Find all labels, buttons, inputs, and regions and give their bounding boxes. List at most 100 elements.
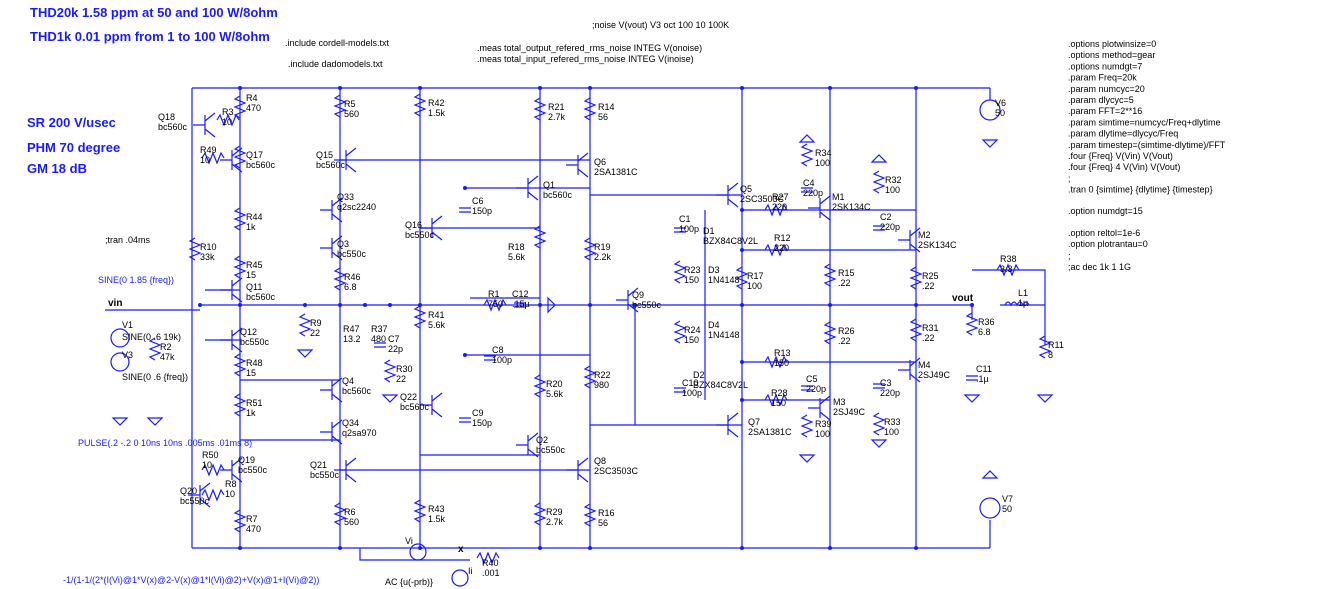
component-designator: R26 xyxy=(838,326,855,336)
thd1k-text: THD1k 0.01 ppm from 1 to 100 W/8ohm xyxy=(30,29,270,44)
component-designator: Q2 xyxy=(536,435,548,445)
component-value: 5.6k xyxy=(546,389,564,399)
component-designator: Q11 xyxy=(246,282,262,292)
component-value: 1k xyxy=(246,222,256,232)
v1-name: V1 xyxy=(122,320,133,330)
option-line: .param dlycyc=5 xyxy=(1068,95,1134,105)
component-value: 2.7k xyxy=(548,112,566,122)
component-value: 2.7k xyxy=(546,517,564,527)
component-designator: Q1 xyxy=(543,180,555,190)
component-value: 220 xyxy=(772,202,787,212)
component-value: bc560c xyxy=(316,160,346,170)
component-designator: C9 xyxy=(472,408,484,418)
component-value: 100 xyxy=(747,281,762,291)
component-designator: R16 xyxy=(598,508,615,518)
component-designator: R20 xyxy=(546,379,563,389)
component-designator: R21 xyxy=(548,102,565,112)
v3-name: V3 xyxy=(122,350,133,360)
wires xyxy=(105,87,1046,561)
component-value: 100 xyxy=(885,185,900,195)
component-designator: D3 xyxy=(708,265,720,275)
component-value: .22 xyxy=(838,278,851,288)
component-designator: C5 xyxy=(806,374,818,384)
component-designator: V7 xyxy=(1002,494,1013,504)
option-line: .param dlytime=dlycyc/Freq xyxy=(1068,129,1178,139)
component-designator: Q33 xyxy=(337,192,354,202)
component-designator: L1 xyxy=(1018,288,1028,298)
component-designator: M2 xyxy=(918,230,931,240)
semicolon-directive: ; xyxy=(1068,251,1071,261)
component-designator: R47 xyxy=(343,324,360,334)
component-value: 2SJ49C xyxy=(833,407,866,417)
vi-name: Vi xyxy=(405,536,413,546)
component-value: 10 xyxy=(202,460,212,470)
component-designator: R40 xyxy=(482,558,499,568)
options-block: .options plotwinsize=0.options method=ge… xyxy=(1068,39,1226,195)
component-designator: R48 xyxy=(246,358,263,368)
component-designator: C1 xyxy=(679,214,691,224)
component-value: 6.8 xyxy=(344,282,357,292)
component-designator: C12 xyxy=(512,289,529,299)
slew-rate-text: SR 200 V/usec xyxy=(27,115,116,130)
sine-source-label: SINE(0 1.85 {freq}) xyxy=(98,275,174,285)
component-value: 22 xyxy=(310,328,320,338)
component-designator: R41 xyxy=(428,310,445,320)
component-value: 13.2 xyxy=(343,334,361,344)
component-value: bc560c xyxy=(246,292,276,302)
component-designator: R18 xyxy=(508,242,525,252)
component-designator: R49 xyxy=(200,145,217,155)
option-line: .param Freq=20k xyxy=(1068,73,1137,83)
component-value: bc550c xyxy=(240,337,270,347)
component-value: 15 xyxy=(246,368,256,378)
component-designator: C11 xyxy=(976,364,992,374)
component-value: 56 xyxy=(598,518,608,528)
option-line: .tran 0 {simtime} {dlytime} {timestep} xyxy=(1068,185,1213,195)
component-value: bc560c xyxy=(158,122,188,132)
component-designator: R51 xyxy=(246,398,263,408)
option-line: .options numdgt=7 xyxy=(1068,61,1142,71)
option-line: .options method=gear xyxy=(1068,50,1155,60)
component-designator: R12 xyxy=(774,233,791,243)
component-value: .22 xyxy=(922,333,935,343)
component-value: 22 xyxy=(396,374,406,384)
component-designator: Q7 xyxy=(748,417,760,427)
formula-text: -1/(1-1/(2*(I(Vi)@1*V(x)@2-V(x)@1*I(Vi)@… xyxy=(63,575,319,585)
component-value: 980 xyxy=(594,380,609,390)
component-value: 560 xyxy=(344,109,359,119)
component-designator: R31 xyxy=(922,323,939,333)
component-designator: M1 xyxy=(832,192,845,202)
component-value: 150p xyxy=(472,418,492,428)
component-value: 47k xyxy=(160,352,175,362)
component-r25: R25.22 xyxy=(922,271,939,291)
component-value: 220p xyxy=(803,188,823,198)
component-value: 2SK134C xyxy=(918,240,957,250)
component-value: 10 xyxy=(200,155,210,165)
